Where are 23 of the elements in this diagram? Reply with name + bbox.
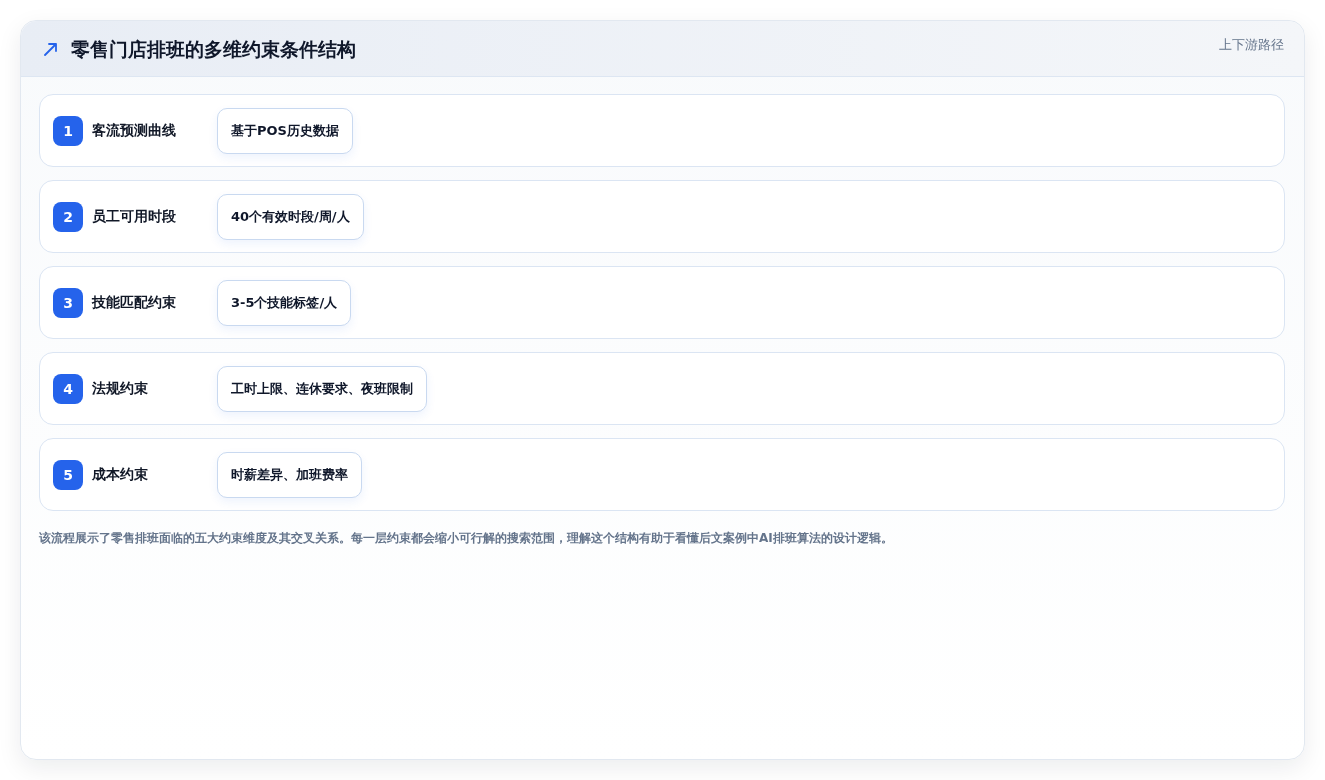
constraint-name: 员工可用时段 [92,207,177,226]
header-label: 上下游路径 [1219,36,1284,54]
constraint-name: 技能匹配约束 [92,293,177,312]
constraint-row [39,438,1285,511]
constraint-name: 法规约束 [92,379,149,398]
constraint-name: 成本约束 [92,465,149,484]
step-number: 4 [53,373,83,404]
caption-text: 该流程展示了零售排班面临的五大约束维度及其交叉关系。每一层约束都会缩小可行解的搜索范围，理解这个结构有助于看懂后文案例中AI排班算法的设计逻辑。 [39,530,894,547]
step-number: 1 [53,115,83,146]
detail-tag: 基于POS历史数据 [217,107,353,154]
step-number: 2 [53,201,83,232]
constraint-row [39,266,1285,339]
constraint-row [39,352,1285,425]
constraint-row [39,94,1285,167]
diagram-title: 零售门店排班的多维约束条件结构 [71,37,356,62]
detail-tag: 3-5个技能标签/人 [217,279,352,326]
step-number: 3 [53,287,83,318]
detail-tag: 工时上限、连休要求、夜班限制 [217,365,427,412]
detail-tag: 时薪差异、加班费率 [217,451,362,498]
step-number: 5 [53,459,83,490]
constraint-row [39,180,1285,253]
constraint-name: 客流预测曲线 [92,121,177,140]
detail-tag: 40个有效时段/周/人 [217,193,364,240]
